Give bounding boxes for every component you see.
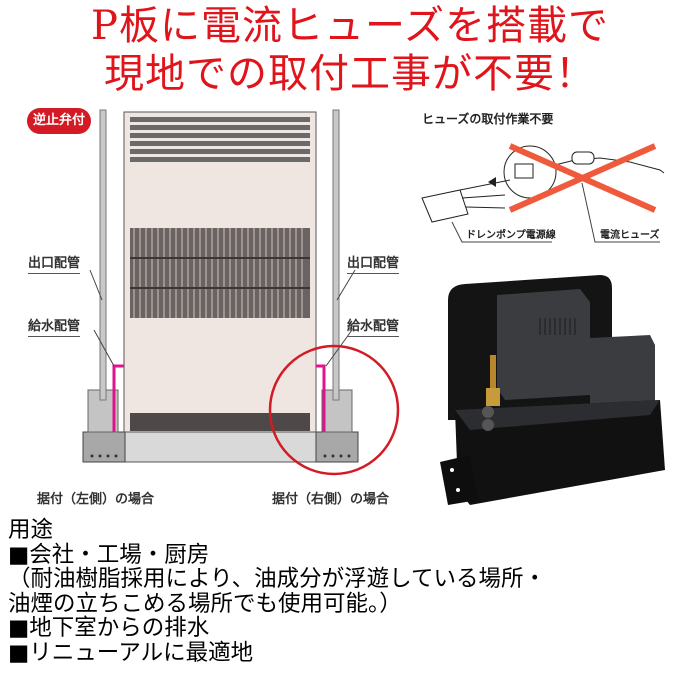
- left-supply-pipe-label: 給水配管: [28, 315, 81, 337]
- current-fuse-label: 電流ヒューズ: [600, 230, 660, 241]
- drain-pump-product-image: [440, 275, 665, 505]
- right-install-caption: 据付（右側）の場合: [272, 492, 390, 507]
- left-install-caption: 据付（左側）の場合: [37, 492, 155, 507]
- left-outlet-pipe-label: 出口配管: [28, 252, 81, 274]
- uses-item: 油煙の立ちこめる場所でも使用可能。）: [8, 590, 402, 617]
- fuse-illustration: [421, 143, 665, 243]
- headline-line-2: 現地での取付工事が不要！: [104, 51, 596, 97]
- uses-item: ■会社・工場・厨房: [8, 541, 210, 568]
- uses-item: ■地下室からの排水: [8, 615, 210, 641]
- installation-diagram: [82, 109, 400, 476]
- uses-item: ■リニューアルに最適地: [8, 639, 254, 666]
- drain-pump-cable-label: ドレンポンプ電源線: [466, 230, 556, 241]
- headline-line-1: P板に電流ヒューズを搭載で: [91, 3, 609, 49]
- right-supply-pipe-label: 給水配管: [347, 315, 400, 337]
- fuse-illustration-title: ヒューズの取付作業不要: [422, 112, 554, 126]
- check-valve-badge: 逆止弁付: [27, 108, 91, 134]
- headline: P板に電流ヒューズを搭載で 現地での取付工事が不要！: [0, 2, 700, 98]
- uses-section: 用途 ■会社・工場・厨房 （耐油樹脂採用により、油成分が浮遊している場所・ 油煙…: [8, 518, 698, 665]
- uses-item: （耐油樹脂採用により、油成分が浮遊している場所・: [8, 566, 546, 592]
- right-outlet-pipe-label: 出口配管: [347, 252, 400, 274]
- uses-heading: 用途: [8, 517, 54, 543]
